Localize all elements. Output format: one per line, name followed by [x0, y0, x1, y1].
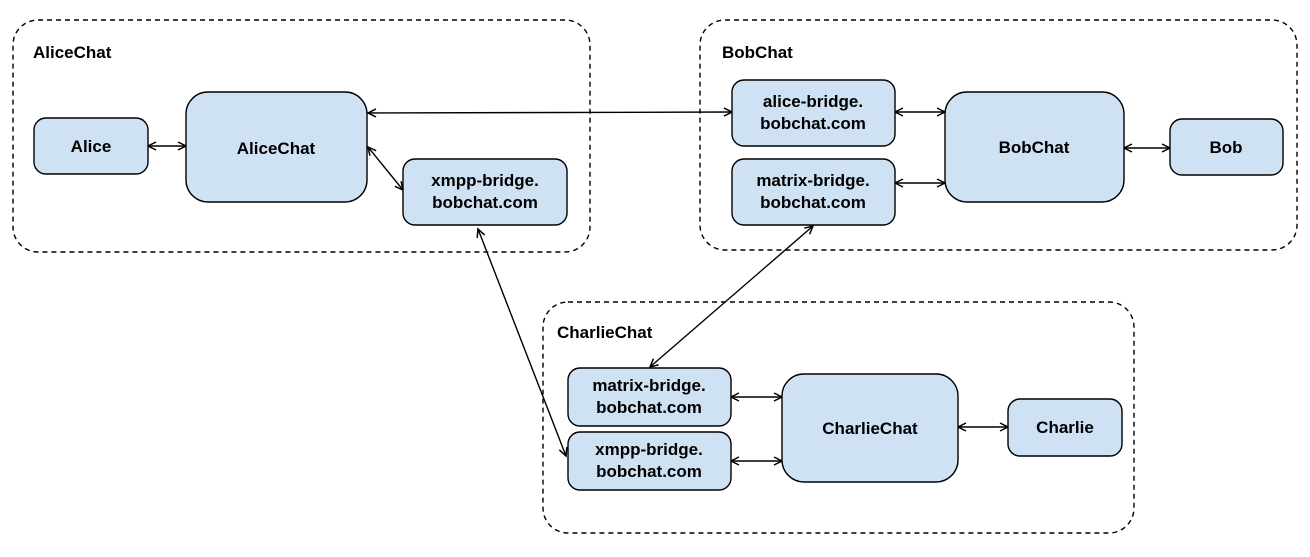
node-alicechat-server-box: [185, 91, 368, 203]
node-bobchat-server-label: BobChat: [999, 138, 1070, 157]
node-charlie: Charlie: [1007, 398, 1123, 457]
node-matrix-bridge-charliechat-label-line2: bobchat.com: [596, 398, 702, 417]
node-charliechat-server-label: CharlieChat: [822, 419, 918, 438]
group-alicechat-border: [12, 19, 591, 253]
group-charliechat-label: CharlieChat: [557, 323, 653, 342]
node-xmpp-bridge-alicechat-box: [402, 158, 568, 226]
node-charlie-label: Charlie: [1036, 418, 1094, 437]
node-matrix-bridge-bobchat-box: [731, 158, 896, 226]
group-alicechat-label: AliceChat: [33, 43, 112, 62]
edge-matrix-bridge-bobchat-matrix-bridge-charliechat: [648, 224, 815, 369]
node-xmpp-bridge-charliechat-label-line1: xmpp-bridge.: [595, 440, 703, 459]
node-xmpp-bridge-alicechat-label-line2: bobchat.com: [432, 193, 538, 212]
group-bobchat: BobChat: [699, 19, 1298, 251]
node-xmpp-bridge-charliechat-label-line2: bobchat.com: [596, 462, 702, 481]
node-xmpp-bridge-charliechat-box: [567, 431, 732, 491]
node-bob: Bob: [1169, 118, 1284, 176]
node-xmpp-bridge-alicechat: xmpp-bridge. bobchat.com: [402, 158, 568, 226]
node-bob-box: [1169, 118, 1284, 176]
node-charliechat-server: CharlieChat: [781, 373, 959, 483]
node-bobchat-server-box: [944, 91, 1125, 203]
node-alice-bridge-bobchat-label-line1: alice-bridge.: [763, 92, 863, 111]
node-matrix-bridge-charliechat: matrix-bridge. bobchat.com: [567, 367, 732, 427]
group-bobchat-border: [699, 19, 1298, 251]
node-matrix-bridge-charliechat-box: [567, 367, 732, 427]
node-xmpp-bridge-charliechat: xmpp-bridge. bobchat.com: [567, 431, 732, 491]
group-bobchat-label: BobChat: [722, 43, 793, 62]
node-bob-label: Bob: [1209, 138, 1242, 157]
node-matrix-bridge-bobchat-label-line2: bobchat.com: [760, 193, 866, 212]
node-charlie-box: [1007, 398, 1123, 457]
node-matrix-bridge-charliechat-label-line1: matrix-bridge.: [592, 376, 705, 395]
edge-alicechat-alice-bridge: [366, 107, 734, 118]
edge-xmpp-bridge-alicechat-xmpp-bridge-charliechat: [476, 227, 568, 458]
node-matrix-bridge-bobchat: matrix-bridge. bobchat.com: [731, 158, 896, 226]
node-bobchat-server: BobChat: [944, 91, 1125, 203]
node-alicechat-server-label: AliceChat: [237, 139, 316, 158]
node-alice: Alice: [33, 117, 149, 175]
node-alice-label: Alice: [71, 137, 112, 156]
node-alice-box: [33, 117, 149, 175]
node-xmpp-bridge-alicechat-label-line1: xmpp-bridge.: [431, 171, 539, 190]
node-charliechat-server-box: [781, 373, 959, 483]
edges: [146, 107, 1172, 466]
node-alice-bridge-bobchat-label-line2: bobchat.com: [760, 114, 866, 133]
node-alicechat-server: AliceChat: [185, 91, 368, 203]
node-alice-bridge-bobchat: alice-bridge. bobchat.com: [731, 79, 896, 147]
edge-alicechat-xmpp-bridge: [366, 145, 405, 192]
group-alicechat: AliceChat: [12, 19, 591, 253]
node-matrix-bridge-bobchat-label-line1: matrix-bridge.: [756, 171, 869, 190]
node-alice-bridge-bobchat-box: [731, 79, 896, 147]
